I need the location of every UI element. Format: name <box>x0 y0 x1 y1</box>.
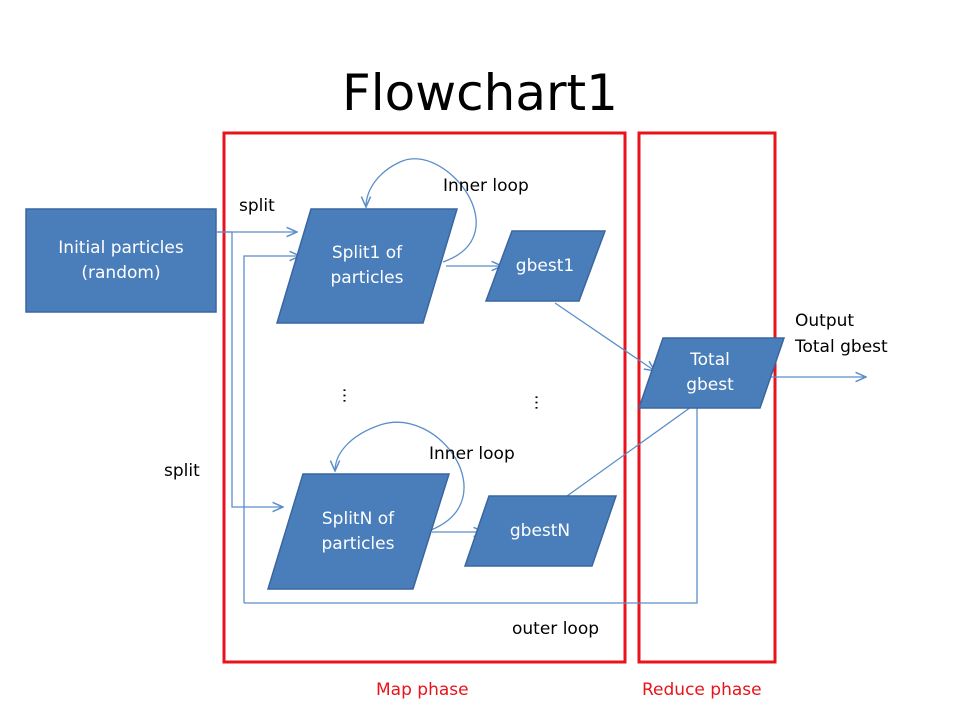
gbestN-parallelogram <box>463 495 618 567</box>
gbest1-label: gbest1 <box>515 255 575 276</box>
outer-loop-connector <box>244 395 698 604</box>
split1-label: Split1 of particles <box>330 243 404 288</box>
gbestN-to-total-arrow <box>566 397 705 497</box>
ellipsis-left: … <box>339 387 359 404</box>
outer-loop-label: outer loop <box>512 619 600 639</box>
gbestN-label: gbestN <box>509 520 571 541</box>
gbest1-to-total-arrow <box>554 302 655 371</box>
inner-loop-arc-top <box>366 158 477 263</box>
gbest1-parallelogram <box>484 230 607 302</box>
map-phase-label: Map phase <box>376 680 469 700</box>
initial-particles-label: Initial particles (random) <box>58 237 184 283</box>
total-gbest-label: Total gbest <box>686 350 734 395</box>
total-gbest-parallelogram <box>637 337 786 409</box>
split-label-top: split <box>239 196 275 216</box>
output-label: Output Total gbest <box>795 311 888 357</box>
split1-parallelogram <box>275 208 459 324</box>
page-title: Flowchart1 <box>342 64 618 122</box>
inner-loop-arc-bottom <box>335 421 465 531</box>
inner-loop-label-bottom: Inner loop <box>429 444 515 464</box>
reduce-phase-box <box>637 131 777 664</box>
splitN-label: SplitN of particles <box>321 508 395 554</box>
map-phase-box <box>222 131 627 664</box>
inner-loop-label-top: Inner loop <box>443 176 529 196</box>
splitN-parallelogram <box>266 473 451 590</box>
split-label-bottom: split <box>164 461 200 481</box>
reduce-phase-label: Reduce phase <box>642 680 762 700</box>
initial-particles-box <box>25 208 217 313</box>
feedback-connector-1 <box>243 256 300 603</box>
ellipsis-right: … <box>531 394 551 411</box>
split-connector-n <box>217 231 283 507</box>
